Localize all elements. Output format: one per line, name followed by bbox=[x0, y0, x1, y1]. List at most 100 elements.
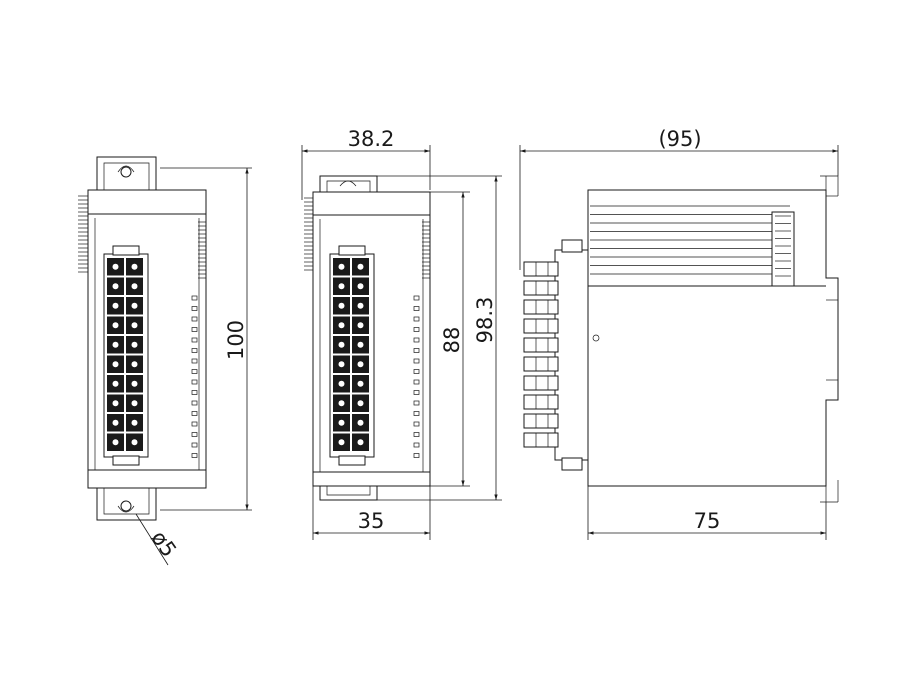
plug-terminal bbox=[523, 432, 559, 448]
terminal-screw bbox=[112, 400, 119, 407]
led bbox=[413, 421, 420, 427]
plug-terminal bbox=[523, 261, 559, 277]
terminal-screw bbox=[357, 439, 364, 446]
led bbox=[413, 316, 420, 322]
plug-terminal bbox=[523, 356, 559, 372]
dim-hole-diameter: ø5 bbox=[146, 526, 181, 561]
terminal-screw bbox=[131, 283, 138, 290]
side-bottom-cap bbox=[312, 471, 431, 487]
plug-terminal bbox=[523, 394, 559, 410]
terminal-screw bbox=[131, 361, 138, 368]
rib-connector bbox=[771, 211, 795, 287]
plug-terminal bbox=[523, 375, 559, 391]
led bbox=[191, 327, 198, 332]
terminal-screw bbox=[338, 302, 345, 309]
terminal-screw bbox=[131, 439, 138, 446]
terminal-screw bbox=[338, 341, 345, 348]
terminal-bottom-latch bbox=[112, 455, 140, 466]
terminal-screw bbox=[357, 322, 364, 329]
side-top-cap bbox=[312, 191, 431, 216]
led bbox=[413, 337, 420, 343]
terminal-screw bbox=[112, 341, 119, 348]
led-indicators bbox=[191, 295, 198, 458]
led bbox=[191, 379, 198, 385]
led bbox=[413, 442, 420, 448]
terminal-screw bbox=[131, 302, 138, 309]
led bbox=[191, 358, 198, 364]
housing-outline bbox=[587, 189, 839, 487]
led bbox=[191, 316, 198, 322]
led bbox=[413, 327, 420, 332]
terminal-screw bbox=[357, 302, 364, 309]
dim-depth-95: (95) bbox=[658, 127, 701, 151]
terminal-block bbox=[103, 245, 149, 466]
terminal-screw bbox=[338, 283, 345, 290]
side-fins-right bbox=[422, 221, 430, 279]
dim-depth-75: 75 bbox=[694, 509, 721, 533]
plug-terminal bbox=[523, 318, 559, 334]
plug-terminal bbox=[523, 337, 559, 353]
bottom-mounting-tab bbox=[96, 488, 157, 521]
terminal-screw bbox=[112, 263, 119, 270]
led bbox=[191, 400, 198, 406]
terminal-screw bbox=[338, 380, 345, 387]
led bbox=[191, 432, 198, 437]
led bbox=[191, 390, 198, 395]
terminal-screw bbox=[338, 439, 345, 446]
terminal-screw bbox=[131, 400, 138, 407]
side-led-indicators bbox=[413, 295, 420, 458]
led bbox=[191, 369, 198, 374]
dim-height-98-3: 98.3 bbox=[473, 297, 497, 344]
plug-terminal bbox=[523, 280, 559, 296]
cooling-fins-right bbox=[198, 221, 206, 279]
terminal-screw bbox=[357, 263, 364, 270]
led bbox=[413, 390, 420, 395]
led bbox=[413, 369, 420, 374]
plug-housing bbox=[554, 249, 589, 461]
led bbox=[191, 295, 198, 301]
terminal-screw bbox=[338, 400, 345, 407]
terminal-screw bbox=[338, 263, 345, 270]
terminal-screw bbox=[357, 380, 364, 387]
terminal-screw bbox=[112, 419, 119, 426]
led bbox=[191, 453, 198, 458]
terminal-screw bbox=[131, 322, 138, 329]
led bbox=[413, 432, 420, 437]
led bbox=[191, 348, 198, 353]
plug-terminal bbox=[523, 299, 559, 315]
dim-width-38-2: 38.2 bbox=[348, 127, 395, 151]
led bbox=[191, 411, 198, 416]
terminal-screw bbox=[112, 380, 119, 387]
terminal-screw bbox=[131, 419, 138, 426]
side-terminal-block bbox=[329, 245, 375, 466]
led bbox=[413, 379, 420, 385]
top-ribs bbox=[590, 205, 790, 275]
side-fins-left bbox=[304, 197, 313, 271]
top-mounting-tab bbox=[96, 156, 157, 190]
terminal-screw bbox=[338, 322, 345, 329]
terminal-top-latch bbox=[338, 245, 366, 256]
terminal-screw bbox=[357, 361, 364, 368]
terminal-screw bbox=[131, 341, 138, 348]
front-plug-terminals bbox=[523, 261, 559, 448]
led bbox=[191, 442, 198, 448]
terminal-screw bbox=[357, 419, 364, 426]
terminal-screw bbox=[112, 322, 119, 329]
terminal-screw bbox=[357, 400, 364, 407]
led bbox=[413, 306, 420, 311]
plug-terminal bbox=[523, 413, 559, 429]
dim-height-100: 100 bbox=[224, 320, 248, 360]
led bbox=[413, 411, 420, 416]
led bbox=[413, 358, 420, 364]
led bbox=[191, 337, 198, 343]
mounting-hole bbox=[120, 166, 132, 178]
led bbox=[413, 348, 420, 353]
led bbox=[413, 295, 420, 301]
cooling-fins-left bbox=[78, 195, 88, 273]
terminal-bottom-latch bbox=[338, 455, 366, 466]
terminal-top-latch bbox=[112, 245, 140, 256]
led bbox=[191, 421, 198, 427]
terminal-screw bbox=[131, 380, 138, 387]
